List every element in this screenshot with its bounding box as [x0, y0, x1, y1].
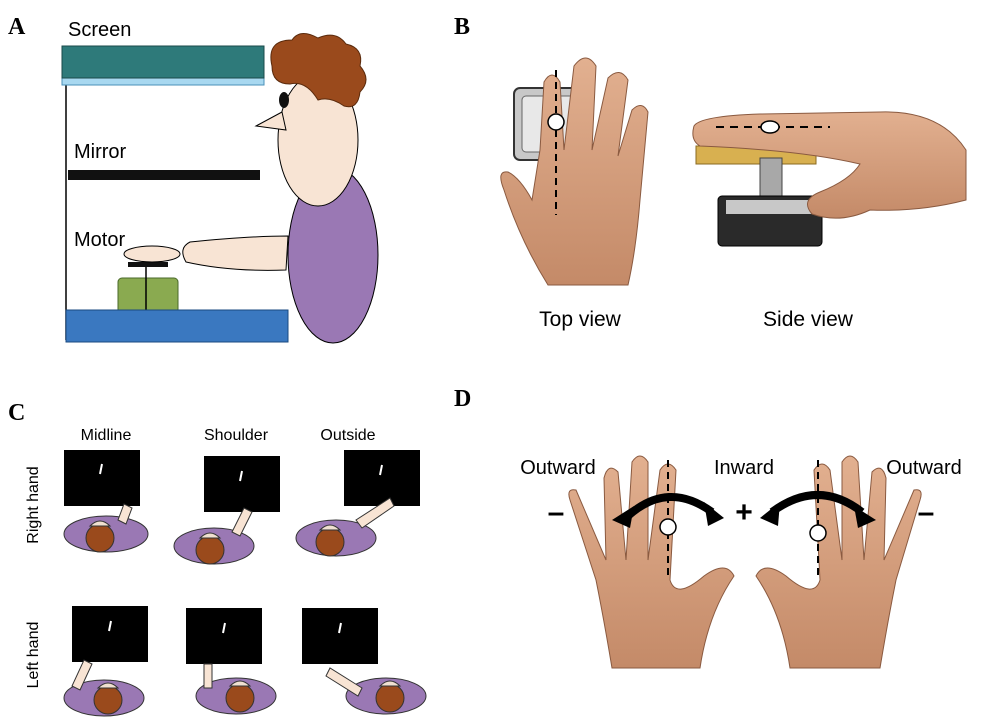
person-head: [85, 523, 115, 553]
left-minus-sign: –: [548, 496, 565, 529]
scene-right-shoulder: [173, 456, 280, 565]
panel-d-label: D: [454, 386, 471, 412]
person-arm: [203, 663, 213, 689]
scene-left-shoulder: [186, 608, 277, 715]
inward-label: Inward: [714, 457, 774, 479]
person-head: [195, 535, 225, 565]
top-view-label: Top view: [539, 308, 622, 331]
target-screen: [344, 450, 420, 506]
right-hand-photo: [755, 455, 922, 669]
person-headphones: [96, 682, 120, 689]
target-marker: [239, 470, 243, 482]
panel-c: C Midline Shoulder Outside Right hand Le…: [8, 400, 427, 717]
person-arm: [355, 497, 395, 529]
person-nose: [254, 111, 287, 131]
left-hand-photo: [568, 455, 735, 669]
hand-side-view: [692, 111, 967, 219]
person-headphones: [378, 680, 402, 687]
target-screen: [64, 450, 140, 506]
target-screen: [302, 608, 378, 664]
column-label-outside: Outside: [320, 427, 375, 444]
person-arm: [71, 659, 93, 691]
motor-label: Motor: [74, 229, 125, 251]
side-view-photo: [692, 111, 967, 247]
target-marker: [99, 463, 103, 475]
mirror: [68, 170, 260, 180]
left-arrow-head-outward: [612, 506, 634, 528]
mirror-label: Mirror: [74, 141, 127, 163]
person-hand: [123, 245, 181, 263]
panel-b: B Top view Side view: [454, 14, 967, 331]
person-arm: [325, 667, 363, 697]
right-outward-label: Outward: [886, 457, 962, 479]
row-label-right-hand: Right hand: [25, 466, 42, 543]
person-head: [315, 527, 345, 557]
scene-left-outside: [302, 608, 427, 715]
screen-label: Screen: [68, 19, 131, 41]
row-label-left-hand: Left hand: [25, 622, 42, 689]
scene-left-midline: [63, 606, 148, 717]
right-hand-marker: [809, 524, 827, 542]
top-view-marker: [547, 113, 565, 131]
person-headphones: [228, 680, 252, 687]
top-view-photo: [500, 57, 649, 286]
right-rotation-arrow: [769, 491, 865, 516]
left-arrow-head-inward: [704, 502, 724, 526]
person-hair: [270, 33, 367, 108]
right-arrow-head-inward: [760, 502, 780, 526]
scene-right-midline: [63, 450, 149, 553]
motor-plate: [128, 262, 168, 267]
center-plus-sign: +: [735, 496, 753, 529]
panel-b-label: B: [454, 14, 470, 40]
panel-a: A Screen Mirror Motor: [8, 14, 379, 344]
target-screen: [204, 456, 280, 512]
right-minus-sign: –: [918, 496, 935, 529]
target-marker: [222, 622, 226, 634]
target-marker: [379, 464, 383, 476]
side-view-label: Side view: [763, 308, 854, 331]
side-motor-top: [726, 200, 814, 214]
panel-c-label: C: [8, 400, 25, 426]
right-arrow-head-outward: [854, 506, 876, 528]
target-screen: [186, 608, 262, 664]
person-head: [93, 685, 123, 715]
target-screen: [72, 606, 148, 662]
person-arm: [117, 503, 133, 525]
person-arm: [231, 507, 253, 537]
scene-right-outside: [295, 450, 420, 557]
person-head: [225, 683, 255, 713]
person-headphones: [318, 524, 342, 531]
side-view-marker: [760, 120, 780, 134]
left-hand-marker: [659, 518, 677, 536]
person-arm: [182, 235, 289, 271]
column-label-shoulder: Shoulder: [204, 427, 269, 444]
panel-d: D Outward Inward Outward – + –: [454, 386, 962, 669]
left-rotation-arrow: [625, 492, 715, 520]
motor: [117, 277, 179, 315]
left-outward-label: Outward: [520, 457, 596, 479]
panel-a-label: A: [8, 14, 26, 40]
target-marker: [108, 620, 112, 632]
person-eye: [279, 92, 289, 108]
hand-top-view: [500, 57, 649, 286]
target-marker: [338, 622, 342, 634]
person-headphones: [88, 520, 112, 527]
screen: [61, 45, 265, 79]
table: [65, 309, 289, 343]
person-head: [375, 683, 405, 713]
person-headphones: [198, 532, 222, 539]
column-label-midline: Midline: [81, 427, 132, 444]
